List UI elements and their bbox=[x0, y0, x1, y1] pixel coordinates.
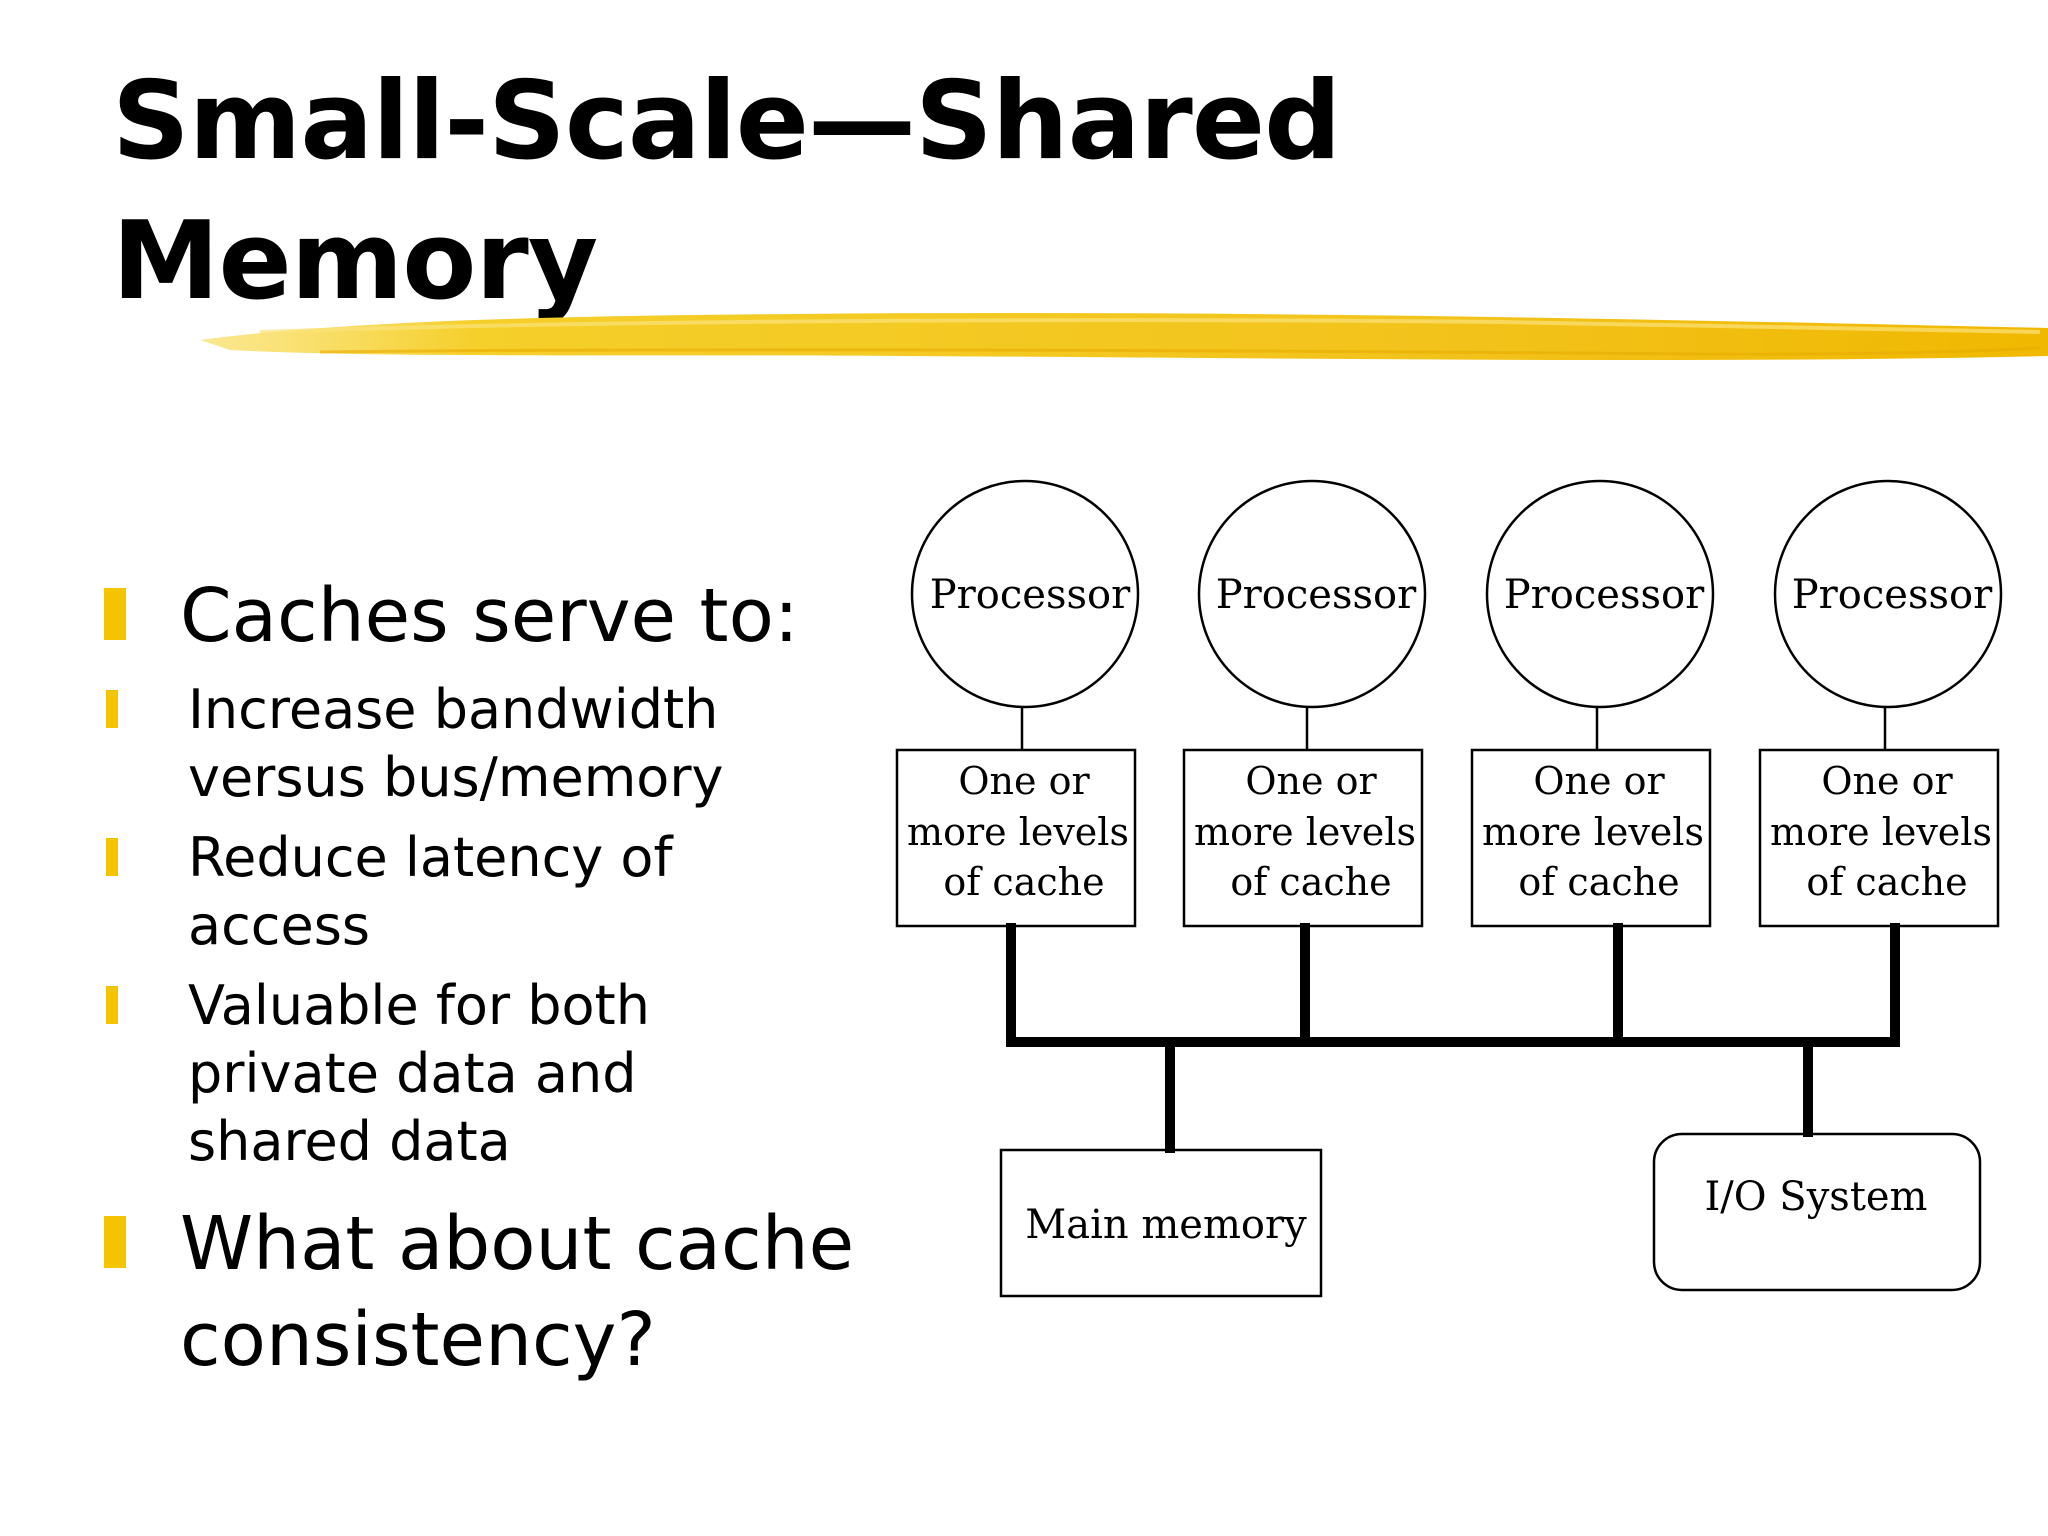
sub-bullet-marker-icon bbox=[106, 986, 118, 1024]
cache-label-line: more levels bbox=[1194, 810, 1416, 854]
io-system-node: I/O System bbox=[1652, 1132, 1982, 1292]
sub-bullet-marker-icon bbox=[106, 838, 118, 876]
sub-bullet-valuable: Valuable for both private data and share… bbox=[100, 972, 860, 1176]
cache-label-line: One or bbox=[1533, 759, 1665, 803]
processor-node-2: Processor One or more levels of cache bbox=[1182, 479, 1427, 928]
cache-label-line: of cache bbox=[943, 860, 1104, 904]
processor-circle bbox=[1197, 479, 1427, 709]
sub-bullet-line: Valuable for both bbox=[188, 974, 650, 1037]
processor-node-1: Processor One or more levels of cache bbox=[895, 479, 1140, 928]
bullet-consistency: What about cache consistency? bbox=[100, 1196, 860, 1388]
sub-bullet-line: access bbox=[188, 894, 370, 957]
cache-box bbox=[1758, 748, 2000, 928]
slide-title: Small-Scale—Shared Memory bbox=[112, 52, 1612, 332]
processor-node-3: Processor One or more levels of cache bbox=[1470, 479, 1715, 928]
sub-bullet-bandwidth: Increase bandwidth versus bus/memory bbox=[100, 676, 860, 812]
cache-label-line: of cache bbox=[1230, 860, 1391, 904]
cache-label-line: of cache bbox=[1806, 860, 1967, 904]
cache-label-line: One or bbox=[958, 759, 1090, 803]
sub-bullet-list: Increase bandwidth versus bus/memory Red… bbox=[100, 676, 860, 1176]
sub-bullet-line: shared data bbox=[188, 1110, 511, 1173]
processor-label: Processor bbox=[1216, 572, 1417, 618]
main-memory-box bbox=[999, 1148, 1323, 1298]
bullet-line: What about cache bbox=[180, 1201, 855, 1287]
cache-label-line: One or bbox=[1245, 759, 1377, 803]
bullet-line: consistency? bbox=[180, 1297, 656, 1383]
processor-label: Processor bbox=[1792, 572, 1993, 618]
cache-box bbox=[1470, 748, 1712, 928]
bullet-marker-icon bbox=[104, 588, 126, 640]
cache-label-line: more levels bbox=[1770, 810, 1992, 854]
cache-label-line: One or bbox=[1821, 759, 1953, 803]
title-line-1: Small-Scale—Shared bbox=[112, 59, 1341, 184]
processor-label: Processor bbox=[930, 572, 1131, 618]
main-memory-node: Main memory bbox=[999, 1148, 1323, 1298]
sub-bullet-line: private data and bbox=[188, 1042, 637, 1105]
processor-circle bbox=[1773, 479, 2003, 709]
title-line-2: Memory bbox=[112, 199, 598, 324]
sub-bullet-line: Increase bandwidth bbox=[188, 678, 719, 741]
bullet-text: Caches serve to: bbox=[180, 573, 799, 659]
cache-label-line: more levels bbox=[907, 810, 1129, 854]
sub-bullet-marker-icon bbox=[106, 690, 118, 728]
title-underline-stroke bbox=[200, 312, 2048, 361]
sub-bullet-line: versus bus/memory bbox=[188, 746, 724, 809]
bullet-caches: Caches serve to: bbox=[100, 568, 860, 664]
processor-circle bbox=[1485, 479, 1715, 709]
processor-circle bbox=[910, 479, 1140, 709]
processor-node-4: Processor One or more levels of cache bbox=[1758, 479, 2003, 928]
sub-bullet-latency: Reduce latency of access bbox=[100, 824, 860, 960]
main-memory-label: Main memory bbox=[1025, 1202, 1307, 1248]
io-system-label: I/O System bbox=[1705, 1174, 1928, 1220]
system-bus bbox=[1006, 923, 1900, 1153]
cache-label-line: more levels bbox=[1482, 810, 1704, 854]
bullet-marker-icon bbox=[104, 1216, 126, 1268]
cache-label-line: of cache bbox=[1518, 860, 1679, 904]
io-system-box bbox=[1652, 1132, 1982, 1292]
sub-bullet-line: Reduce latency of bbox=[188, 826, 673, 889]
processor-label: Processor bbox=[1504, 572, 1705, 618]
bullet-list: Caches serve to: Increase bandwidth vers… bbox=[100, 568, 860, 1388]
